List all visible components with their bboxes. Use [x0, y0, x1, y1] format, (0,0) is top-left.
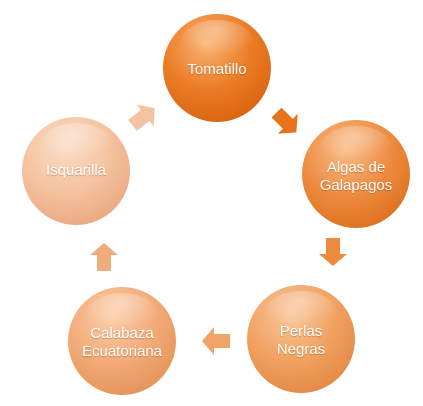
arrow-tomatillo-to-algas — [271, 107, 298, 134]
node-circle-algas — [302, 120, 410, 228]
node-circle-isquarilla — [22, 117, 130, 225]
node-circle-tomatillo — [163, 14, 271, 122]
arrow-calabaza-to-isquarilla — [90, 243, 118, 271]
node-circle-perlas — [247, 285, 355, 393]
node-circle-calabaza — [68, 287, 176, 395]
arrow-perlas-to-calabaza — [202, 327, 230, 355]
arrow-isquarilla-to-tomatillo — [128, 104, 155, 131]
arrow-algas-to-perlas — [319, 238, 347, 266]
